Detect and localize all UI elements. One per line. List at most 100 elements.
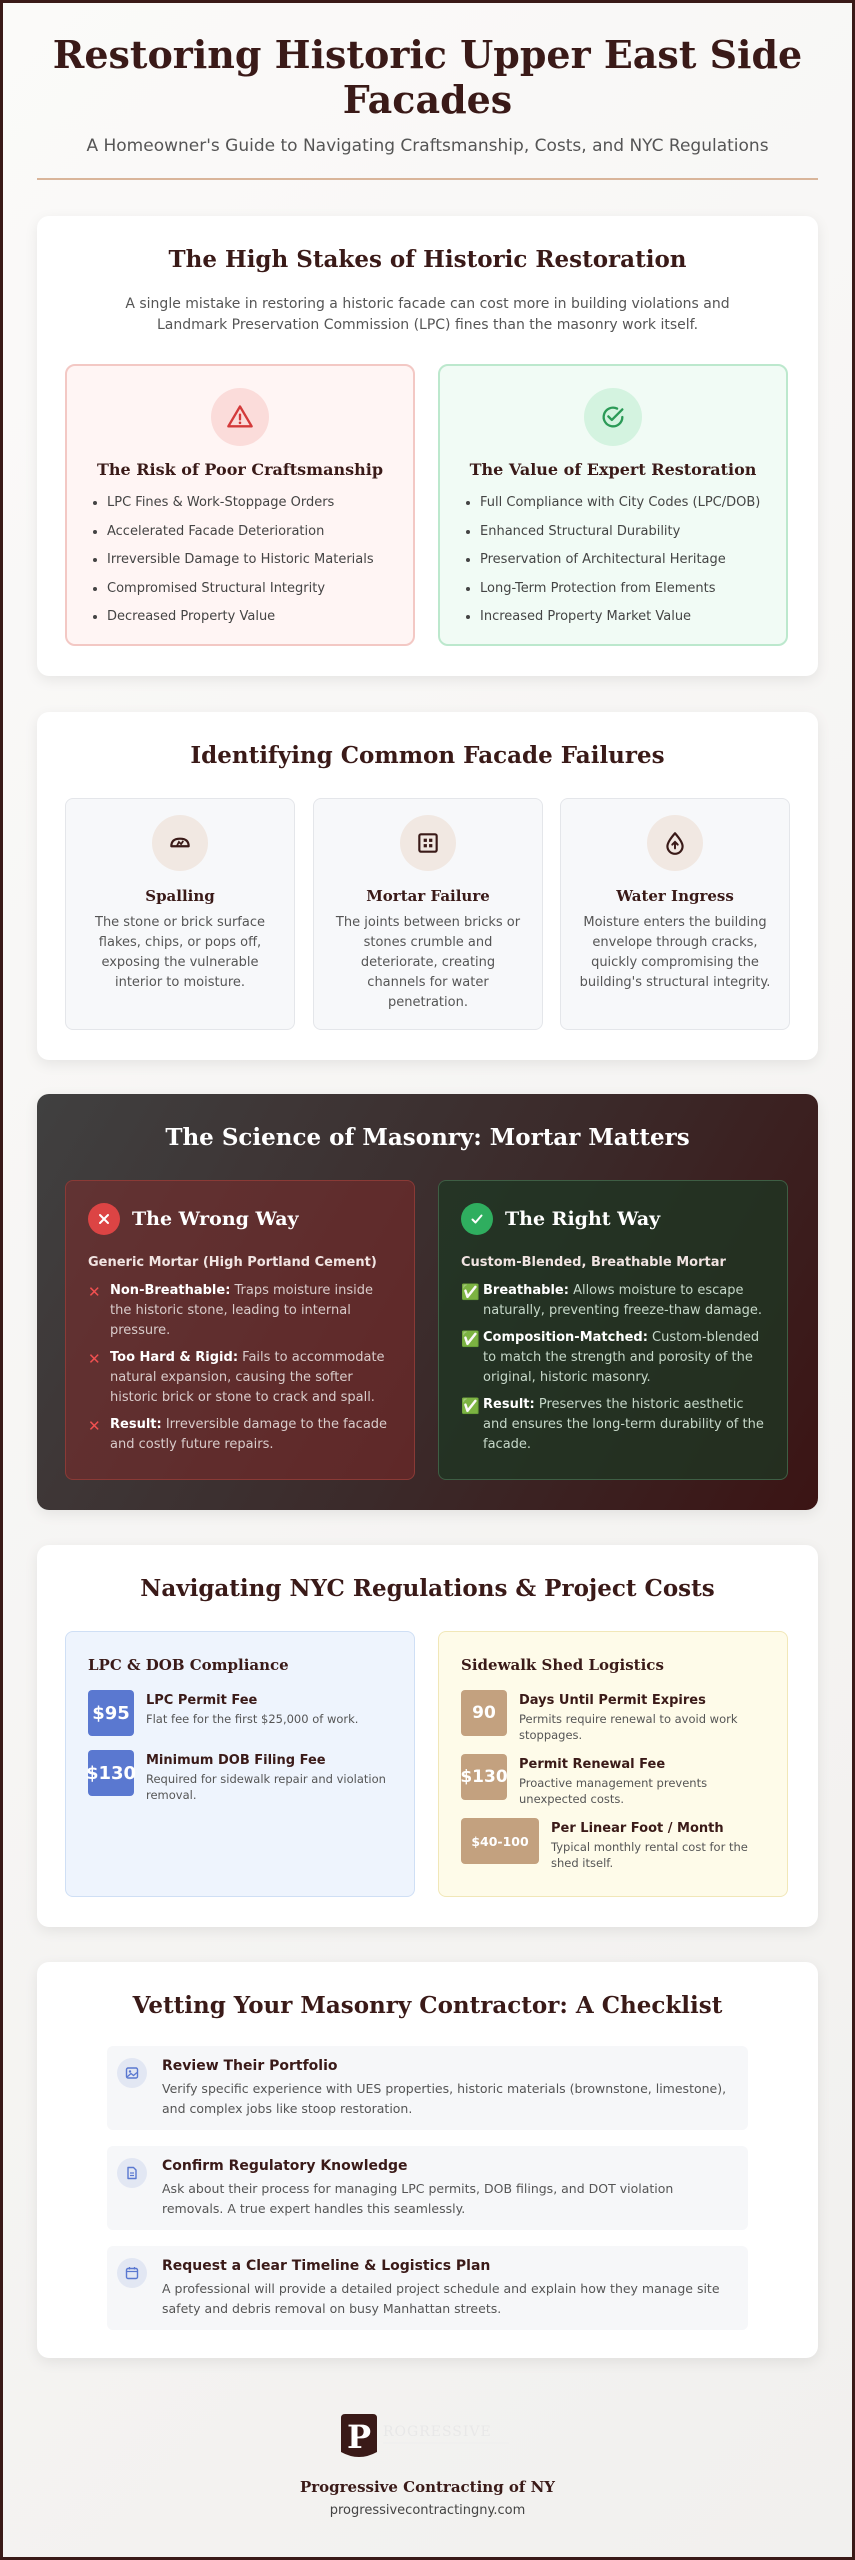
list-item: Enhanced Structural Durability [480,523,770,540]
failure-text: Moisture enters the building envelope th… [579,915,771,990]
shed-badge: $40-100 [461,1818,539,1864]
section-intro: A single mistake in restoring a historic… [125,296,730,333]
value-panel: The Value of Expert Restoration Full Com… [438,364,788,646]
fee-text: Flat fee for the first $25,000 of work. [146,1712,359,1726]
list-item: ✕Too Hard & Rigid: Fails to accommodate … [88,1350,385,1405]
failures-section: Identifying Common Facade Failures Spall… [37,712,818,1060]
shed-panel: Sidewalk Shed Logistics 90 Days Until Pe… [438,1631,788,1897]
risk-title: The Risk of Poor Craftsmanship [96,460,384,479]
image-icon [117,2058,147,2088]
list-item: LPC Fines & Work-Stoppage Orders [107,494,397,511]
shed-title: Sidewalk Shed Logistics [461,1656,664,1674]
check-icon [461,1203,493,1235]
checklist-item: Confirm Regulatory Knowledge Ask about t… [107,2146,748,2230]
checkbox-icon: ✅ [461,1330,480,1348]
risk-panel: The Risk of Poor Craftsmanship LPC Fines… [65,364,415,646]
x-mark-icon: ✕ [88,1350,101,1368]
page-header: Restoring Historic Upper East Side Facad… [37,32,818,156]
fee-label: LPC Permit Fee [146,1693,258,1708]
fee-badge: $95 [88,1690,134,1736]
shed-label: Per Linear Foot / Month [551,1821,724,1836]
risk-list: LPC Fines & Work-Stoppage Orders Acceler… [107,494,397,637]
failure-card-spalling: Spalling The stone or brick surface flak… [65,798,295,1030]
lpc-title: LPC & DOB Compliance [88,1656,289,1674]
list-item: Preservation of Architectural Heritage [480,551,770,568]
failure-text: The joints between bricks or stones crum… [335,915,521,1010]
calendar-icon [117,2258,147,2288]
list-item: Full Compliance with City Codes (LPC/DOB… [480,494,770,511]
regulations-section: Navigating NYC Regulations & Project Cos… [37,1545,818,1927]
failure-title: Water Ingress [616,887,734,905]
fee-badge: $130 [86,1750,136,1796]
failure-title: Mortar Failure [366,887,490,905]
right-way-panel: The Right Way Custom-Blended, Breathable… [438,1180,788,1480]
broken-brick-icon [152,815,208,871]
shed-badge: $130 [460,1754,508,1800]
shed-text: Proactive management prevents unexpected… [519,1776,708,1806]
shed-text: Permits require renewal to avoid work st… [519,1712,738,1742]
value-title: The Value of Expert Restoration [469,460,757,479]
failure-card-mortar: Mortar Failure The joints between bricks… [313,798,543,1030]
right-way-list: ✅Breathable: Allows moisture to escape n… [461,1281,765,1462]
list-item: Decreased Property Value [107,608,397,625]
failure-text: The stone or brick surface flakes, chips… [95,915,265,990]
list-item: Accelerated Facade Deterioration [107,523,397,540]
svg-text:ROGRESSIVE: ROGRESSIVE [383,2424,492,2440]
section-title: The High Stakes of Historic Restoration [168,246,687,273]
list-item: ✕Result: Irreversible damage to the faca… [88,1417,388,1452]
shed-badge: 90 [461,1690,507,1736]
stakes-section: The High Stakes of Historic Restoration … [37,216,818,676]
wrong-way-list: ✕Non-Breathable: Traps moisture inside t… [88,1281,392,1462]
warning-icon [211,388,269,446]
section-title: The Science of Masonry: Mortar Matters [165,1124,690,1151]
checkbox-icon: ✅ [461,1397,480,1415]
company-website-link[interactable]: progressivecontractingny.com [329,2503,526,2518]
company-logo: P ROGRESSIVE [339,2412,516,2462]
shed-label: Days Until Permit Expires [519,1693,706,1708]
close-icon [88,1203,120,1235]
checklist-text: Verify specific experience with UES prop… [162,2081,727,2116]
grid-icon [400,815,456,871]
section-title: Navigating NYC Regulations & Project Cos… [140,1575,715,1602]
wrong-way-panel: The Wrong Way Generic Mortar (High Portl… [65,1180,415,1480]
wrong-way-title: The Wrong Way [132,1208,299,1230]
fee-label: Minimum DOB Filing Fee [146,1753,326,1768]
checklist-section: Vetting Your Masonry Contractor: A Check… [37,1962,818,2358]
list-item: ✅Result: Preserves the historic aestheti… [461,1397,764,1452]
page-subtitle: A Homeowner's Guide to Navigating Crafts… [86,136,769,156]
x-mark-icon: ✕ [88,1283,101,1301]
checklist-item: Review Their Portfolio Verify specific e… [107,2046,748,2130]
checklist-text: A professional will provide a detailed p… [162,2281,720,2316]
shed-label: Permit Renewal Fee [519,1757,666,1772]
failure-card-water: Water Ingress Moisture enters the buildi… [560,798,790,1030]
list-item: Long-Term Protection from Elements [480,580,770,597]
list-item: Irreversible Damage to Historic Material… [107,551,397,568]
shed-text: Typical monthly rental cost for the shed… [551,1840,748,1870]
checklist-title: Confirm Regulatory Knowledge [162,2158,408,2174]
value-list: Full Compliance with City Codes (LPC/DOB… [480,494,770,637]
list-item: ✕Non-Breathable: Traps moisture inside t… [88,1283,374,1338]
list-item: Increased Property Market Value [480,608,770,625]
svg-text:P: P [347,2418,371,2456]
page-title: Restoring Historic Upper East Side Facad… [52,32,803,122]
checklist-item: Request a Clear Timeline & Logistics Pla… [107,2246,748,2330]
science-section: The Science of Masonry: Mortar Matters T… [37,1094,818,1510]
section-title: Vetting Your Masonry Contractor: A Check… [132,1992,723,2019]
checklist-text: Ask about their process for managing LPC… [162,2181,674,2216]
right-way-subtitle: Custom-Blended, Breathable Mortar [461,1255,726,1270]
list-item: ✅Breathable: Allows moisture to escape n… [461,1283,763,1318]
failure-title: Spalling [145,887,215,905]
checklist-title: Request a Clear Timeline & Logistics Pla… [162,2258,491,2274]
header-divider [37,178,818,180]
document-icon [117,2158,147,2188]
x-mark-icon: ✕ [88,1417,101,1435]
check-circle-icon [584,388,642,446]
company-name: Progressive Contracting of NY [299,2478,556,2496]
